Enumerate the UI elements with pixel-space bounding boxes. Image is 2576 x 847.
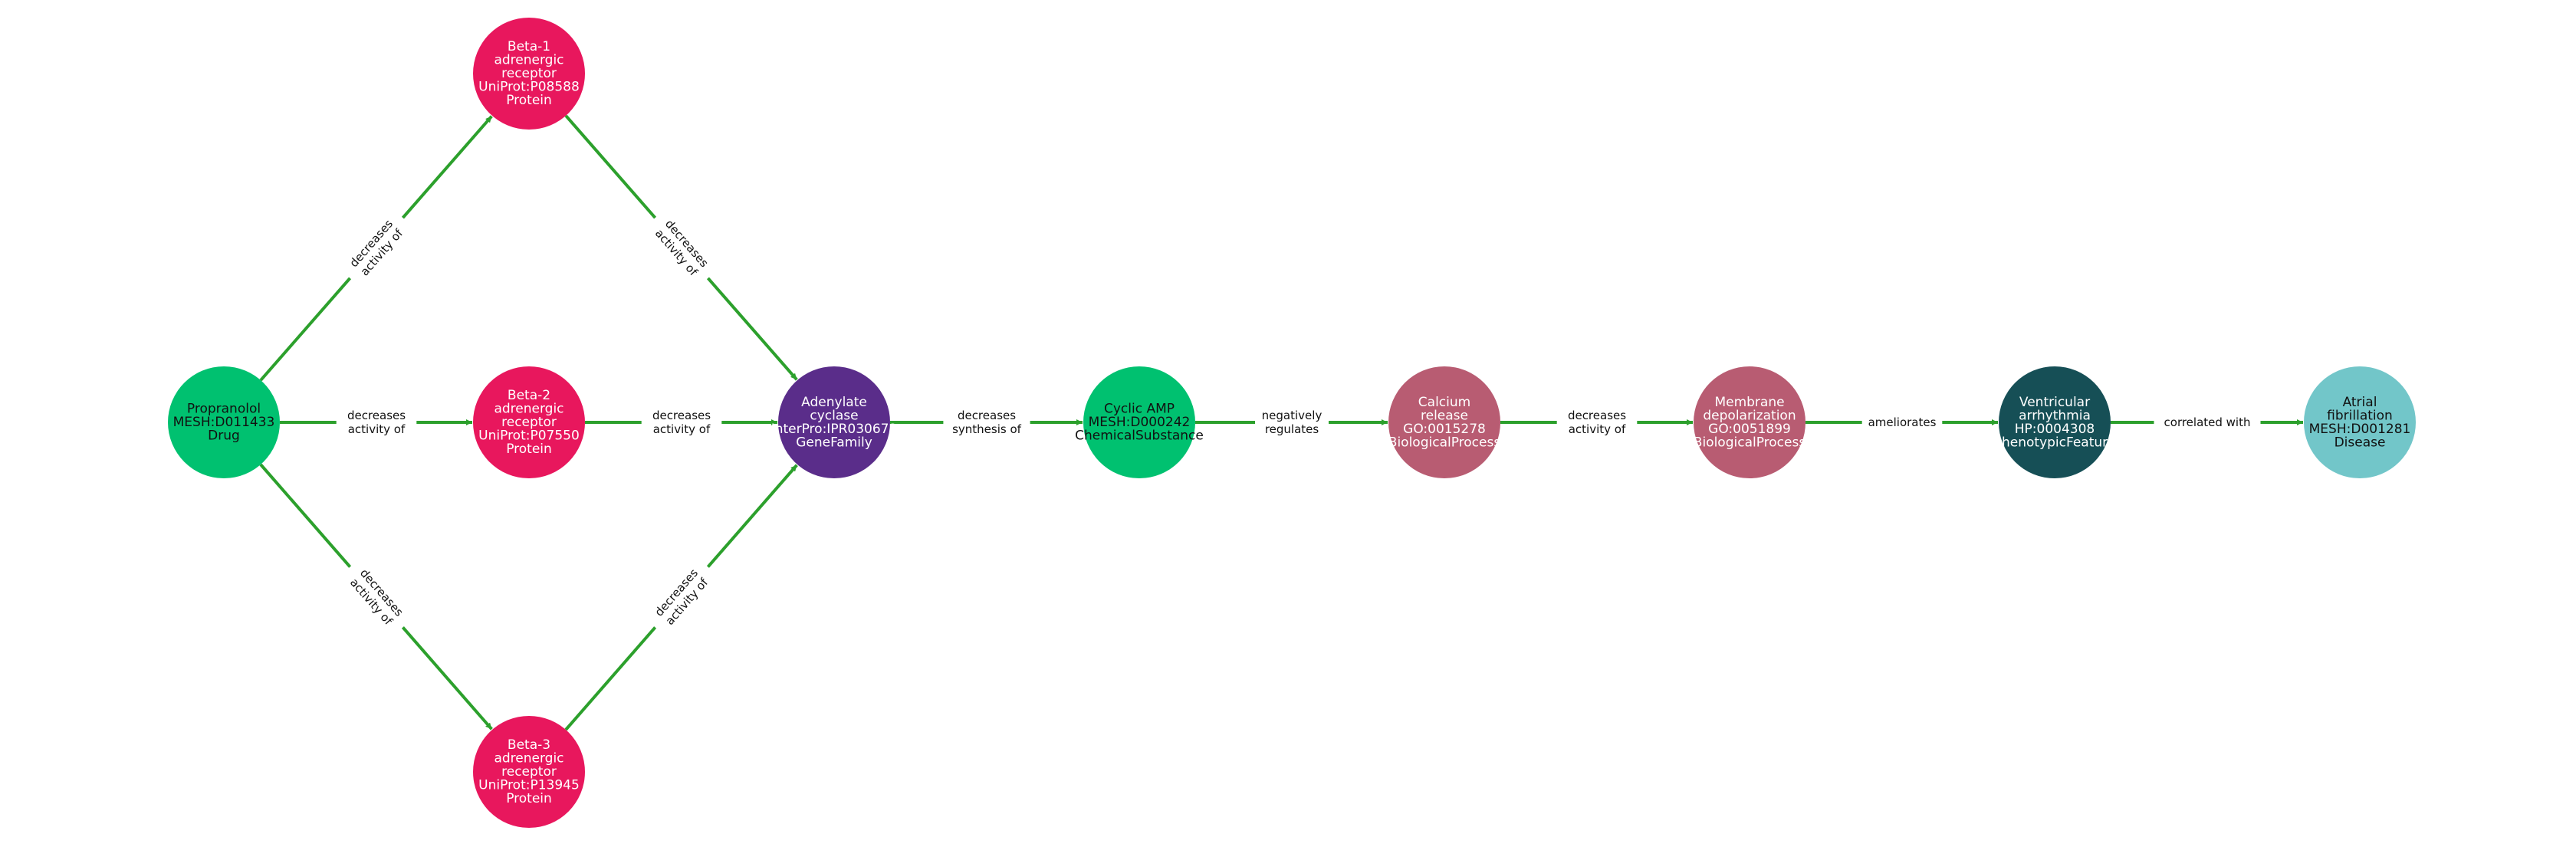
node-label-line: receptor (501, 415, 557, 430)
node-label-line: Drug (208, 428, 240, 444)
edge-label-background (641, 406, 722, 438)
node-label-line: receptor (501, 66, 557, 81)
edge-label-line: ameliorates (1868, 415, 1937, 429)
node-label-line: arrhythmia (2019, 408, 2091, 423)
node-membrane[interactable]: MembranedepolarizationGO:0051899Biologic… (1694, 366, 1806, 478)
edge-label-line: decreases (1568, 409, 1626, 422)
node-label-line: Protein (506, 442, 552, 457)
edge-label-line: decreases (652, 409, 711, 422)
node-label-line: receptor (501, 764, 557, 780)
edge-label-background (943, 406, 1030, 438)
node-label-line: GO:0015278 (1403, 422, 1486, 437)
node-label-line: cyclase (810, 408, 858, 423)
node-calcium[interactable]: CalciumreleaseGO:0015278BiologicalProces… (1388, 366, 1501, 478)
node-circle[interactable] (168, 366, 280, 478)
node-label-line: MESH:D000242 (1089, 415, 1191, 430)
node-beta2[interactable]: Beta-2adrenergicreceptorUniProt:P07550Pr… (473, 366, 585, 478)
node-ventricular[interactable]: VentriculararrhythmiaHP:0004308Phenotypi… (1994, 366, 2116, 478)
node-label-line: adrenergic (494, 751, 564, 767)
edge-label-background (642, 556, 721, 639)
node-label-line: adrenergic (494, 402, 564, 417)
node-label-line: MESH:D001281 (2309, 422, 2411, 437)
node-label-line: Protein (506, 93, 552, 108)
node-circle[interactable] (473, 18, 585, 130)
node-label-line: Propranolol (187, 402, 261, 417)
node-label-line: Beta-3 (508, 737, 550, 753)
node-circle[interactable] (1388, 366, 1500, 478)
edge-label-background (337, 556, 416, 639)
edge-label: ameliorates (1861, 413, 1943, 432)
node-label-line: Disease (2334, 435, 2386, 450)
node-circle[interactable] (473, 716, 585, 828)
edge-label-background (1861, 413, 1943, 432)
node-label-line: GO:0051899 (1708, 422, 1791, 437)
node-circle[interactable] (473, 366, 585, 478)
edge-label: correlated with (2154, 413, 2261, 432)
edge-label-line: activity of (348, 422, 406, 436)
node-label-line: HP:0004308 (2015, 422, 2095, 437)
node-label-line: Adenylate (801, 395, 867, 410)
node-label-line: BiologicalProcess (1388, 435, 1501, 450)
node-label-line: fibrillation (2327, 408, 2393, 423)
node-label-line: Beta-1 (508, 39, 550, 54)
node-circle[interactable] (778, 366, 890, 478)
node-label-line: Atrial (2343, 395, 2377, 410)
edge-label-background (1556, 406, 1638, 438)
node-circle[interactable] (1694, 366, 1806, 478)
edge-label-background (642, 207, 721, 289)
node-label-line: Calcium (1418, 395, 1470, 410)
node-circle[interactable] (2304, 366, 2416, 478)
edge-label-line: regulates (1265, 422, 1319, 436)
node-circle[interactable] (1999, 366, 2111, 478)
node-label-line: MESH:D011433 (173, 415, 275, 430)
edge-label-line: negatively (1262, 409, 1322, 422)
edge-label-line: synthesis of (952, 422, 1022, 436)
node-label-line: BiologicalProcess (1694, 435, 1806, 450)
node-label-line: depolarization (1703, 408, 1796, 423)
edge-label-background (1255, 406, 1329, 438)
edge-label-background (2154, 413, 2261, 432)
edge-label-line: decreases (958, 409, 1016, 422)
edge-label-background (337, 207, 416, 289)
node-layer: PropranololMESH:D011433DrugBeta-1adrener… (168, 18, 2416, 828)
edge-label-line: correlated with (2164, 415, 2251, 429)
node-label-line: GeneFamily (796, 435, 872, 450)
node-label-line: adrenergic (494, 53, 564, 68)
node-label-line: Ventricular (2019, 395, 2090, 410)
edge-label-line: activity of (1569, 422, 1626, 436)
node-beta1[interactable]: Beta-1adrenergicreceptorUniProt:P08588Pr… (473, 18, 585, 130)
edge-label-line: activity of (653, 422, 711, 436)
node-label-line: release (1421, 408, 1468, 423)
edge-label-line: decreases (347, 409, 406, 422)
node-label-line: InterPro:IPR030672 (771, 422, 898, 437)
node-label-line: UniProt:P07550 (478, 428, 580, 444)
node-beta3[interactable]: Beta-3adrenergicreceptorUniProt:P13945Pr… (473, 716, 585, 828)
node-label-line: PhenotypicFeature (1994, 435, 2116, 450)
node-label-line: UniProt:P13945 (478, 778, 580, 793)
node-adenylate[interactable]: AdenylatecyclaseInterPro:IPR030672GeneFa… (771, 366, 898, 478)
node-label-line: Protein (506, 791, 552, 806)
node-label-line: Cyclic AMP (1104, 402, 1175, 417)
edge-label-background (336, 406, 417, 438)
node-label-line: Membrane (1714, 395, 1784, 410)
node-label-line: ChemicalSubstance (1075, 428, 1204, 444)
node-circle[interactable] (1083, 366, 1195, 478)
node-label-line: UniProt:P08588 (478, 80, 580, 95)
node-label-line: Beta-2 (508, 388, 550, 403)
